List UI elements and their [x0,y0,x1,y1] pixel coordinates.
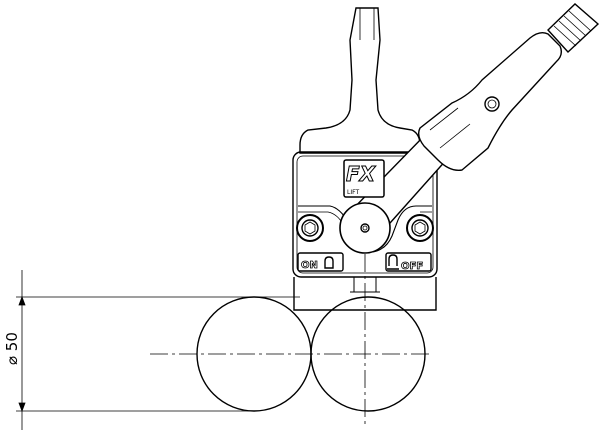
off-label-plate: OFF [385,252,432,272]
screw-right [406,214,434,242]
lifting-pin [299,7,421,154]
logo-subtext: LIFT [347,189,359,196]
on-label-plate: ON [297,252,344,272]
lever-handle [347,3,600,233]
fx-logo: FX LIFT [343,159,385,198]
lever-knob [339,202,391,254]
diameter-dimension: ⌀ 50 [3,270,300,430]
off-label: OFF [401,261,423,272]
logo-text: FX [346,162,377,186]
on-label: ON [301,260,318,271]
screw-left [296,214,324,242]
center-lines [150,254,430,425]
dimension-label: ⌀ 50 [3,332,21,365]
